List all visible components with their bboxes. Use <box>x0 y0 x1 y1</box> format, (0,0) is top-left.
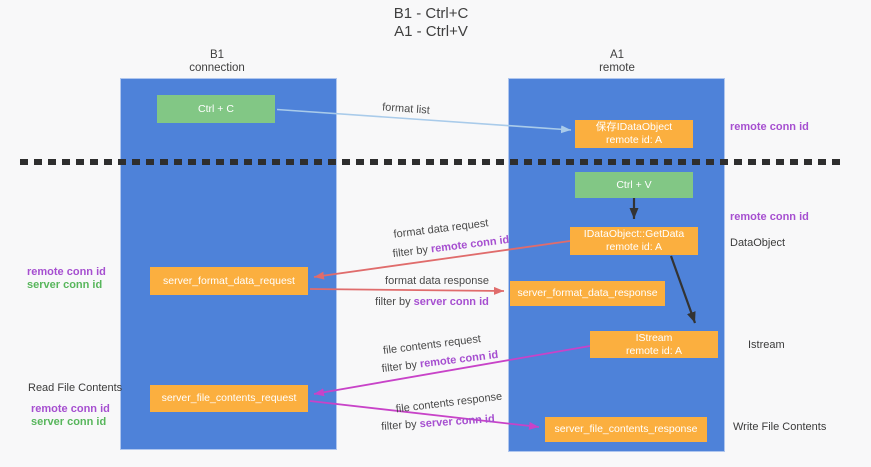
left-server-conn-id-label-1: server conn id <box>27 279 103 291</box>
file-contents-response-label: file contents response <box>395 390 503 416</box>
save-dataobject-box: 保存IDataObject remote id: A <box>575 120 693 148</box>
istream-line1: IStream <box>635 331 673 344</box>
save-dataobject-line1: 保存IDataObject <box>595 121 673 133</box>
remote-conn-id-key: remote conn id <box>430 233 510 256</box>
file-response-filter-label: filter by server conn id <box>381 413 495 433</box>
server-format-data-response-box: server_format_data_response <box>510 281 665 306</box>
idataobject-getdata-box: IDataObject::GetData remote id: A <box>570 227 698 255</box>
lifeline-header-b1: B1 connection <box>189 49 245 74</box>
ctrl-c-label: Ctrl + C <box>198 102 234 115</box>
filter-by-text: filter by <box>381 358 421 376</box>
remote-conn-id-label-top: remote conn id <box>730 121 809 133</box>
istream-box: IStream remote id: A <box>590 331 718 358</box>
ctrl-c-box: Ctrl + C <box>157 95 275 123</box>
read-file-contents-label: Read File Contents <box>28 382 123 394</box>
save-dataobject-line2: remote id: A <box>605 134 663 146</box>
istream-line2: remote id: A <box>625 344 683 357</box>
server-file-contents-request-label: server_file_contents_request <box>161 392 297 404</box>
left-remote-conn-id-label-2: remote conn id <box>31 403 110 415</box>
title-line-2: A1 - Ctrl+V <box>394 23 468 40</box>
getdata-line2: remote id: A <box>605 241 663 253</box>
format-response-filter-label: filter by server conn id <box>375 296 489 308</box>
title-line-1: B1 - Ctrl+C <box>393 5 469 22</box>
server-file-contents-response-label: server_file_contents_response <box>554 423 698 435</box>
diagram-title: B1 - Ctrl+C A1 - Ctrl+V <box>0 5 862 41</box>
lifeline-a1-name: A1 <box>609 49 625 61</box>
getdata-line1: IDataObject::GetData <box>583 228 685 240</box>
filter-by-text: filter by <box>380 418 421 433</box>
format-list-label: format list <box>381 101 431 117</box>
remote-conn-id-key: remote conn id <box>419 348 499 371</box>
lifeline-b1-role: connection <box>189 61 245 74</box>
filter-by-text: filter by <box>375 296 414 308</box>
format-data-response-label: format data response <box>385 275 489 287</box>
lifeline-header-a1: A1 remote <box>599 49 635 74</box>
filter-by-text: filter by <box>392 243 432 261</box>
lifeline-a1-role: remote <box>599 61 635 74</box>
istream-label: Istream <box>748 339 785 351</box>
server-format-data-response-label: server_format_data_response <box>517 287 658 299</box>
phase-separator-dashed-line <box>20 159 845 165</box>
lifeline-b1-name: B1 <box>209 49 225 61</box>
remote-conn-id-label-mid: remote conn id <box>730 211 809 223</box>
server-file-contents-request-box: server_file_contents_request <box>150 385 308 412</box>
server-conn-id-key: server conn id <box>413 296 489 308</box>
format-data-response-arrow <box>309 286 505 295</box>
dataobject-label: DataObject <box>730 237 786 249</box>
left-server-conn-id-label-2: server conn id <box>31 416 107 428</box>
server-file-contents-response-box: server_file_contents_response <box>545 417 707 442</box>
server-conn-id-key: server conn id <box>419 413 496 431</box>
left-remote-conn-id-label-1: remote conn id <box>27 266 106 278</box>
write-file-contents-label: Write File Contents <box>733 421 827 433</box>
ctrl-v-label: Ctrl + V <box>616 178 652 191</box>
server-format-data-request-box: server_format_data_request <box>150 267 308 295</box>
server-format-data-request-label: server_format_data_request <box>163 274 295 287</box>
ctrl-v-box: Ctrl + V <box>575 172 693 198</box>
